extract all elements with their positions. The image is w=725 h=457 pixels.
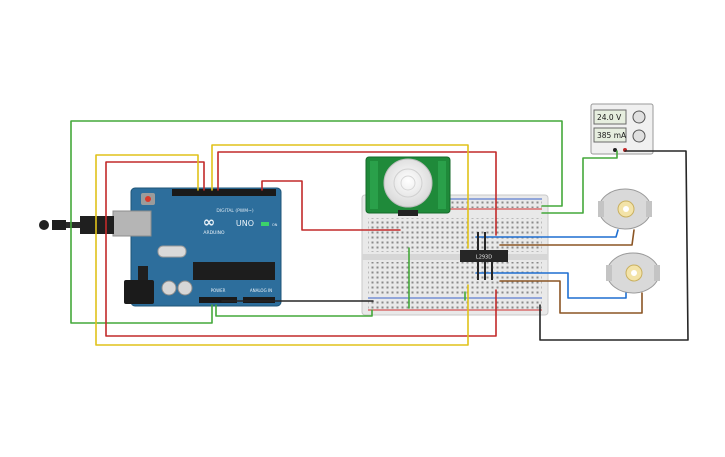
arduino-brand: ARDUINO bbox=[203, 230, 225, 236]
chip-pin-legs bbox=[477, 232, 493, 280]
voltage-display bbox=[593, 109, 627, 125]
motor-driver-chip[interactable]: L293D bbox=[460, 250, 508, 262]
digital-header-label: DIGITAL (PWM~) bbox=[216, 208, 254, 214]
current-readout: 385 mA bbox=[597, 131, 627, 140]
wire-blue-motor1[interactable] bbox=[475, 229, 619, 238]
wire-black-supply[interactable] bbox=[539, 150, 689, 341]
wire-brown-motor1[interactable] bbox=[499, 229, 635, 246]
capacitor-1 bbox=[161, 280, 177, 296]
current-knob[interactable] bbox=[632, 129, 646, 143]
voltage-readout: 24.0 V bbox=[597, 113, 622, 122]
wire-yellow-left[interactable] bbox=[95, 154, 469, 346]
current-display bbox=[593, 127, 627, 143]
bottom-power-rail bbox=[368, 300, 542, 309]
usb-cable[interactable] bbox=[39, 216, 114, 234]
voltage-knob[interactable] bbox=[632, 110, 646, 124]
pir-sensor[interactable] bbox=[365, 156, 451, 216]
arduino-logo-icon: ∞ bbox=[203, 213, 216, 231]
analog-header bbox=[243, 297, 275, 303]
on-label: ON bbox=[272, 223, 278, 227]
dc-motor-2[interactable] bbox=[606, 252, 660, 294]
terminal-strip-bottom bbox=[368, 262, 542, 296]
arduino-uno-board[interactable]: DIGITAL (PWM~) ∞ ARDUINO UNO ON POWER AN… bbox=[112, 187, 282, 307]
wire-green-outer[interactable] bbox=[70, 120, 563, 324]
wire-yellow-top[interactable] bbox=[211, 144, 469, 249]
negative-terminal[interactable] bbox=[613, 148, 617, 152]
arduino-model: UNO bbox=[236, 219, 254, 228]
wire-brown-motor2[interactable] bbox=[499, 280, 643, 314]
pir-dome bbox=[383, 158, 433, 208]
terminal-strip-top bbox=[368, 218, 542, 252]
wire-blue-motor2[interactable] bbox=[475, 272, 627, 299]
wire-red-pir[interactable] bbox=[261, 180, 401, 231]
wire-green-gnd[interactable] bbox=[215, 304, 373, 317]
chip-label: L293D bbox=[476, 255, 492, 261]
top-power-rail bbox=[368, 199, 542, 208]
usb-port bbox=[112, 210, 152, 237]
power-supply[interactable]: 24.0 V 385 mA bbox=[590, 103, 654, 155]
wire-green-supply[interactable] bbox=[541, 150, 618, 214]
on-led bbox=[261, 222, 269, 226]
digital-header bbox=[172, 189, 276, 196]
crystal-oscillator bbox=[157, 245, 187, 258]
microcontroller-chip bbox=[193, 262, 275, 280]
dc-jack bbox=[124, 280, 154, 304]
power-header bbox=[199, 297, 237, 303]
center-channel bbox=[362, 254, 548, 260]
wire-red-top[interactable] bbox=[217, 151, 497, 236]
power-label: POWER bbox=[211, 288, 226, 293]
analog-label: ANALOG IN bbox=[250, 288, 272, 293]
voltage-regulator bbox=[138, 266, 148, 280]
wire-red-left[interactable] bbox=[105, 161, 497, 337]
dc-motor-1[interactable] bbox=[598, 188, 652, 230]
capacitor-2 bbox=[177, 280, 193, 296]
